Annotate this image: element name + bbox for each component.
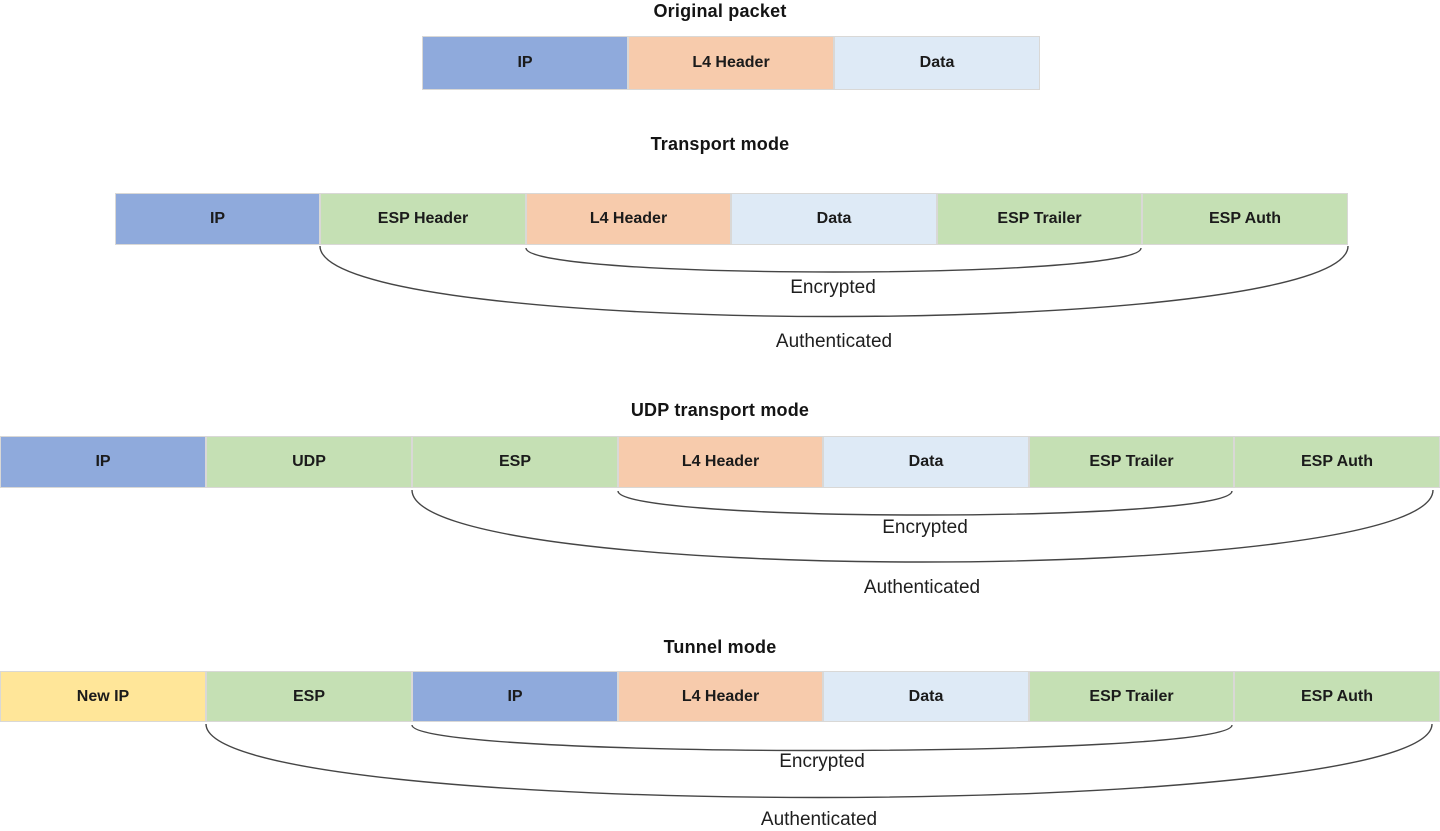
udp-transport-l4-header-block: L4 Header xyxy=(618,436,823,488)
transport-esp-header-block: ESP Header xyxy=(320,193,526,245)
original-data-block: Data xyxy=(834,36,1040,90)
transport-esp-trailer-block: ESP Trailer xyxy=(937,193,1142,245)
udp-transport-ip-block: IP xyxy=(0,436,206,488)
udp-transport-esp-trailer-block: ESP Trailer xyxy=(1029,436,1234,488)
tunnel-ip-block: IP xyxy=(412,671,618,722)
tunnel-new-ip-block: New IP xyxy=(0,671,206,722)
original-packet-title: Original packet xyxy=(653,1,787,21)
udp-transport-data-block: Data xyxy=(823,436,1029,488)
tunnel-esp-auth-block: ESP Auth xyxy=(1234,671,1440,722)
transport-esp-auth-block: ESP Auth xyxy=(1142,193,1348,245)
tunnel-data-block: Data xyxy=(823,671,1029,722)
udp-transport-mode-row: IP UDP ESP L4 Header Data ESP Trailer ES… xyxy=(0,436,1440,488)
transport-ip-block: IP xyxy=(115,193,320,245)
tunnel-encrypted-label: Encrypted xyxy=(779,751,865,772)
transport-mode-title: Transport mode xyxy=(650,134,790,154)
udp-transport-encrypted-brace xyxy=(617,490,1233,516)
transport-data-block: Data xyxy=(731,193,937,245)
original-ip-block: IP xyxy=(422,36,628,90)
udp-transport-esp-auth-block: ESP Auth xyxy=(1234,436,1440,488)
transport-encrypted-brace xyxy=(525,247,1142,273)
tunnel-authenticated-label: Authenticated xyxy=(760,809,878,830)
udp-transport-mode-title: UDP transport mode xyxy=(630,400,810,420)
tunnel-esp-block: ESP xyxy=(206,671,412,722)
tunnel-esp-trailer-block: ESP Trailer xyxy=(1029,671,1234,722)
tunnel-mode-title: Tunnel mode xyxy=(663,637,777,657)
original-l4-header-block: L4 Header xyxy=(628,36,834,90)
transport-encrypted-label: Encrypted xyxy=(790,277,876,298)
udp-transport-udp-block: UDP xyxy=(206,436,412,488)
transport-mode-row: IP ESP Header L4 Header Data ESP Trailer… xyxy=(115,193,1348,245)
udp-transport-esp-block: ESP xyxy=(412,436,618,488)
transport-l4-header-block: L4 Header xyxy=(526,193,731,245)
tunnel-mode-row: New IP ESP IP L4 Header Data ESP Trailer… xyxy=(0,671,1440,722)
udp-transport-authenticated-label: Authenticated xyxy=(863,577,981,598)
transport-authenticated-label: Authenticated xyxy=(775,331,893,352)
original-packet-row: IP L4 Header Data xyxy=(422,36,1040,90)
tunnel-l4-header-block: L4 Header xyxy=(618,671,823,722)
udp-transport-encrypted-label: Encrypted xyxy=(882,517,968,538)
tunnel-encrypted-brace xyxy=(411,724,1233,752)
